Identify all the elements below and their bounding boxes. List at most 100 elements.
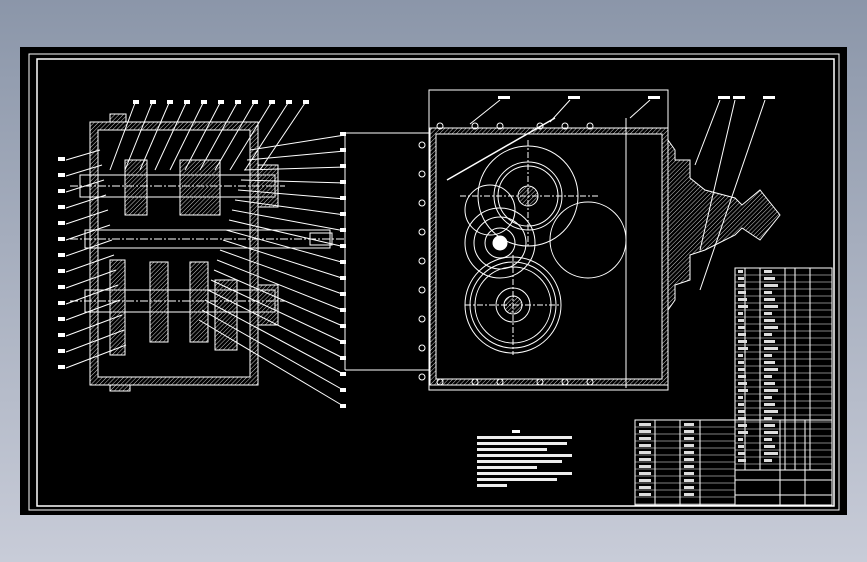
bolt-icon bbox=[418, 170, 426, 178]
table-cell-text bbox=[639, 486, 651, 489]
leader-line bbox=[629, 99, 651, 119]
table-cell-text bbox=[764, 305, 778, 308]
balloon-label bbox=[218, 100, 224, 104]
leader-line bbox=[65, 284, 119, 305]
parts-list-table bbox=[734, 267, 833, 471]
table-cell-text bbox=[764, 347, 778, 350]
leader-line bbox=[65, 269, 117, 289]
leader-line bbox=[201, 309, 346, 392]
notes-heading bbox=[512, 430, 520, 433]
leader-line bbox=[65, 209, 109, 225]
bearing-cap-bottom bbox=[257, 284, 279, 326]
table-cell-text bbox=[639, 458, 651, 461]
balloon-label bbox=[150, 100, 156, 104]
cad-drawing-canvas[interactable] bbox=[20, 47, 847, 515]
table-cell-text bbox=[764, 270, 772, 273]
table-cell-text bbox=[738, 354, 743, 357]
bolt-icon bbox=[436, 378, 444, 386]
table-cell-text bbox=[738, 298, 747, 301]
leader-line bbox=[222, 239, 346, 280]
balloon-label bbox=[269, 100, 275, 104]
leader-line bbox=[65, 239, 113, 257]
table-cell-text bbox=[738, 333, 746, 336]
leader-line bbox=[198, 319, 346, 408]
balloon-label bbox=[58, 301, 65, 305]
leader-line bbox=[234, 199, 346, 216]
table-cell-text bbox=[738, 291, 746, 294]
leader-line bbox=[65, 179, 105, 193]
leader-line bbox=[65, 329, 125, 353]
balloon-label bbox=[252, 100, 258, 104]
balloon-label bbox=[763, 96, 775, 99]
balloon-label bbox=[340, 308, 346, 312]
balloon-label bbox=[58, 317, 65, 321]
bolt-icon bbox=[418, 228, 426, 236]
balloon-label bbox=[286, 100, 292, 104]
bolt-icon bbox=[561, 378, 569, 386]
balloon-label bbox=[184, 100, 190, 104]
housing-wall bbox=[89, 121, 259, 386]
table-cell-text bbox=[639, 451, 651, 454]
note-line bbox=[477, 466, 537, 469]
bolt-icon bbox=[418, 286, 426, 294]
bolt-icon bbox=[496, 122, 504, 130]
balloon-label bbox=[58, 269, 65, 273]
table-cell-text bbox=[764, 298, 775, 301]
bolt-icon bbox=[536, 378, 544, 386]
leader-line bbox=[219, 249, 346, 296]
bolt-icon bbox=[418, 373, 426, 381]
leader-line bbox=[65, 254, 115, 273]
table-cell-text bbox=[764, 389, 778, 392]
bearing-cap-top bbox=[257, 164, 279, 208]
balloon-label bbox=[340, 180, 346, 184]
table-cell-text bbox=[639, 472, 651, 475]
leader-line bbox=[65, 299, 121, 321]
table-cell-text bbox=[639, 465, 651, 468]
table-cell-text bbox=[738, 284, 745, 287]
balloon-label bbox=[58, 173, 65, 177]
table-cell-text bbox=[738, 312, 743, 315]
table-cell-text bbox=[738, 438, 743, 441]
table-cell-text bbox=[738, 431, 748, 434]
table-cell-text bbox=[764, 424, 775, 427]
table-cell-text bbox=[684, 486, 694, 489]
balloon-label bbox=[340, 212, 346, 216]
balloon-label bbox=[58, 365, 65, 369]
balloon-label bbox=[340, 228, 346, 232]
table-cell-text bbox=[684, 493, 694, 496]
balloon-label bbox=[340, 132, 346, 136]
balloon-label bbox=[58, 285, 65, 289]
balloon-label bbox=[648, 96, 660, 99]
table-cell-text bbox=[764, 368, 778, 371]
note-line bbox=[477, 460, 562, 463]
table-cell-text bbox=[738, 410, 745, 413]
balloon-label bbox=[568, 96, 580, 99]
bolt-icon bbox=[418, 315, 426, 323]
balloon-label bbox=[58, 189, 65, 193]
balloon-label bbox=[340, 372, 346, 376]
table-cell-text bbox=[764, 431, 778, 434]
gear-idler bbox=[464, 184, 516, 236]
table-cell-text bbox=[764, 396, 772, 399]
leader-line bbox=[199, 102, 238, 171]
table-cell-text bbox=[764, 459, 772, 462]
leader-line bbox=[694, 99, 721, 166]
leader-line bbox=[139, 102, 170, 171]
note-line bbox=[477, 484, 507, 487]
gear-middle bbox=[464, 207, 536, 279]
balloon-label bbox=[340, 164, 346, 168]
leader-line bbox=[249, 134, 346, 151]
balloon-label bbox=[303, 100, 309, 104]
balloon-label bbox=[340, 356, 346, 360]
balloon-label bbox=[340, 404, 346, 408]
note-line bbox=[477, 442, 567, 445]
table-cell-text bbox=[639, 479, 651, 482]
table-cell-text bbox=[738, 305, 748, 308]
balloon-label bbox=[133, 100, 139, 104]
table-cell-text bbox=[684, 423, 694, 426]
table-cell-text bbox=[764, 312, 772, 315]
bolt-icon bbox=[471, 122, 479, 130]
table-cell-text bbox=[764, 277, 775, 280]
balloon-label bbox=[340, 276, 346, 280]
balloon-label bbox=[340, 292, 346, 296]
